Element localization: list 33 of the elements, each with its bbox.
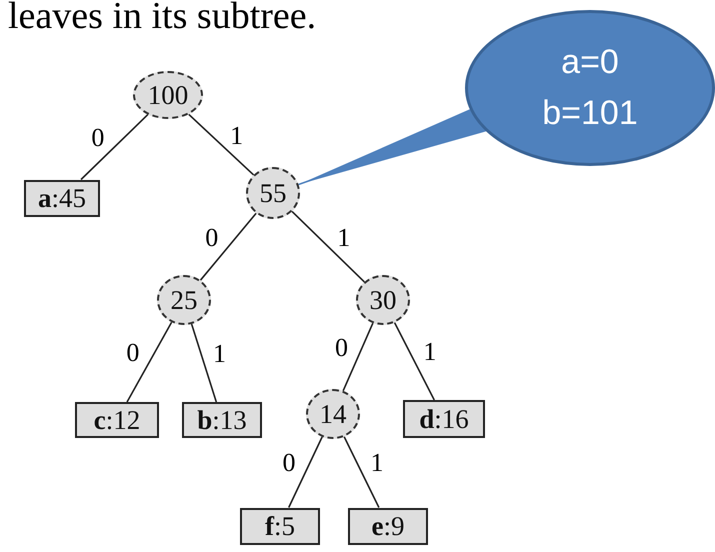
node-label: f:5	[264, 510, 295, 542]
tree-edge	[343, 436, 380, 508]
leaf-box	[348, 508, 428, 544]
tree-edge	[291, 210, 365, 282]
leaf-box	[240, 508, 320, 544]
tree-node-circle	[356, 275, 410, 325]
tree-edge	[200, 212, 257, 281]
tree-edge	[80, 114, 148, 180]
node-label: a:45	[38, 182, 86, 214]
leaf-box	[24, 180, 100, 216]
leaf-box	[182, 402, 262, 438]
tree-node-circle	[306, 389, 360, 439]
leaf-box	[75, 402, 159, 438]
tree-edge	[288, 436, 323, 508]
node-label: 100	[148, 80, 188, 110]
tree-edge	[190, 324, 218, 402]
node-label: e:9	[372, 510, 404, 542]
node-label: 55	[260, 178, 286, 208]
node-label: 25	[170, 284, 198, 316]
node-label: 30	[370, 284, 396, 316]
tree-edge	[394, 322, 435, 400]
node-label: c:12	[94, 404, 140, 436]
node-label: b:13	[197, 404, 247, 436]
tree-edge	[126, 322, 172, 402]
node-label: d:16	[419, 404, 469, 434]
tree-edge	[188, 114, 254, 176]
callout-text: a=0 b=101	[541, 42, 639, 134]
leaf-box	[403, 400, 485, 438]
tree-node-circle	[157, 275, 211, 325]
node-label: 14	[320, 398, 346, 430]
tree-edge	[342, 322, 374, 392]
text-line: leaves in its subtree.	[8, 0, 316, 38]
tree-node-circle	[246, 167, 300, 219]
